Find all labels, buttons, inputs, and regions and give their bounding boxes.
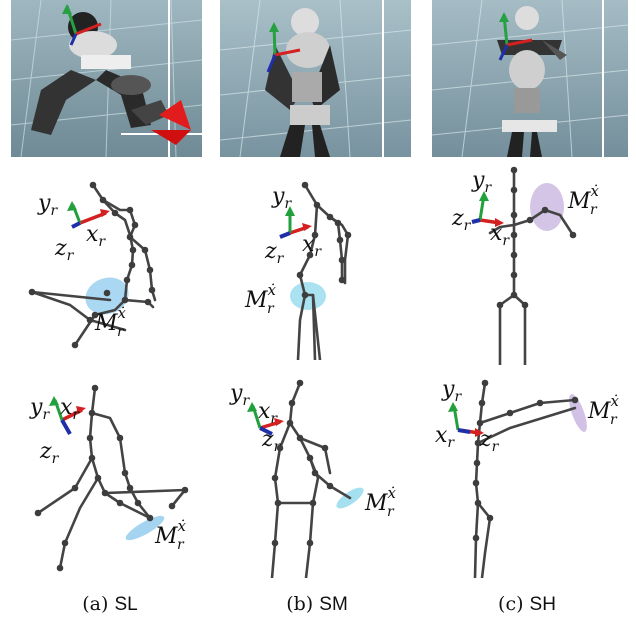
x-axis-label: x bbox=[86, 222, 99, 247]
manipulability-ellipse bbox=[530, 183, 564, 231]
x-axis-label: x bbox=[258, 399, 271, 424]
svg-text:Mẋr: Mẋr bbox=[154, 517, 187, 553]
x-axis-label: x bbox=[435, 423, 448, 448]
caption-name: SH bbox=[529, 594, 556, 615]
svg-text:yr: yr bbox=[471, 168, 492, 196]
svg-text:xr: xr bbox=[60, 395, 80, 423]
svg-text:Mẋr: Mẋr bbox=[567, 182, 600, 218]
render-photo-sl bbox=[11, 0, 202, 157]
x-axis-label: x bbox=[302, 232, 315, 257]
caption-tag: (c) bbox=[498, 593, 524, 615]
manipulability-label: M bbox=[94, 311, 118, 336]
caption-b: (b) SM bbox=[222, 593, 412, 616]
svg-text:Mẋr: Mẋr bbox=[587, 392, 620, 428]
y-axis-label: y bbox=[271, 184, 285, 209]
z-axis-label: z bbox=[451, 206, 464, 231]
caption-tag: (a) bbox=[82, 593, 109, 615]
svg-text:xr: xr bbox=[258, 399, 278, 427]
svg-text:zr: zr bbox=[261, 427, 282, 455]
svg-text:yr: yr bbox=[229, 381, 250, 409]
caption-c: (c) SH bbox=[432, 593, 622, 616]
svg-text:Mẋr: Mẋr bbox=[94, 304, 127, 340]
y-axis-label: y bbox=[37, 191, 51, 216]
manipulability-label: M bbox=[364, 491, 388, 516]
x-axis-label: x bbox=[60, 395, 73, 420]
z-axis-label: z bbox=[39, 439, 52, 464]
svg-text:xr: xr bbox=[86, 222, 106, 250]
manipulability-label: M bbox=[587, 399, 611, 424]
svg-text:xr: xr bbox=[490, 221, 510, 249]
render-photo-sm bbox=[220, 0, 411, 157]
caption-name: SL bbox=[114, 594, 138, 615]
manipulability-ellipse bbox=[569, 394, 587, 432]
y-axis-label: y bbox=[441, 378, 455, 402]
svg-text:zr: zr bbox=[451, 206, 472, 234]
svg-text:yr: yr bbox=[29, 395, 50, 423]
svg-text:yr: yr bbox=[441, 378, 462, 405]
y-axis-label: y bbox=[471, 168, 485, 193]
z-axis-label: z bbox=[54, 236, 67, 261]
svg-text:zr: zr bbox=[54, 236, 75, 264]
manipulability-ellipse bbox=[125, 515, 165, 541]
svg-text:zr: zr bbox=[39, 439, 60, 467]
svg-text:xr: xr bbox=[435, 423, 455, 451]
svg-text:yr: yr bbox=[271, 184, 292, 212]
z-axis-label: z bbox=[479, 427, 492, 452]
svg-text:zr: zr bbox=[264, 239, 285, 267]
manipulability-label: M bbox=[567, 189, 591, 214]
svg-text:Mẋr: Mẋr bbox=[244, 281, 277, 317]
manipulability-label: M bbox=[244, 288, 268, 313]
manipulability-label: M bbox=[154, 524, 178, 549]
caption-tag: (b) bbox=[286, 593, 314, 615]
svg-text:xr: xr bbox=[302, 232, 322, 260]
render-photo-sh bbox=[432, 0, 628, 157]
svg-text:yr: yr bbox=[37, 191, 58, 219]
y-axis-label: y bbox=[29, 395, 43, 420]
z-axis-label: z bbox=[264, 239, 277, 264]
svg-text:zr: zr bbox=[479, 427, 500, 455]
caption-a: (a) SL bbox=[15, 593, 205, 616]
y-axis-label: y bbox=[229, 381, 243, 406]
svg-text:Mẋr: Mẋr bbox=[364, 484, 397, 520]
x-axis-label: x bbox=[490, 221, 503, 246]
z-axis-label: z bbox=[261, 427, 274, 452]
caption-name: SM bbox=[319, 594, 348, 615]
